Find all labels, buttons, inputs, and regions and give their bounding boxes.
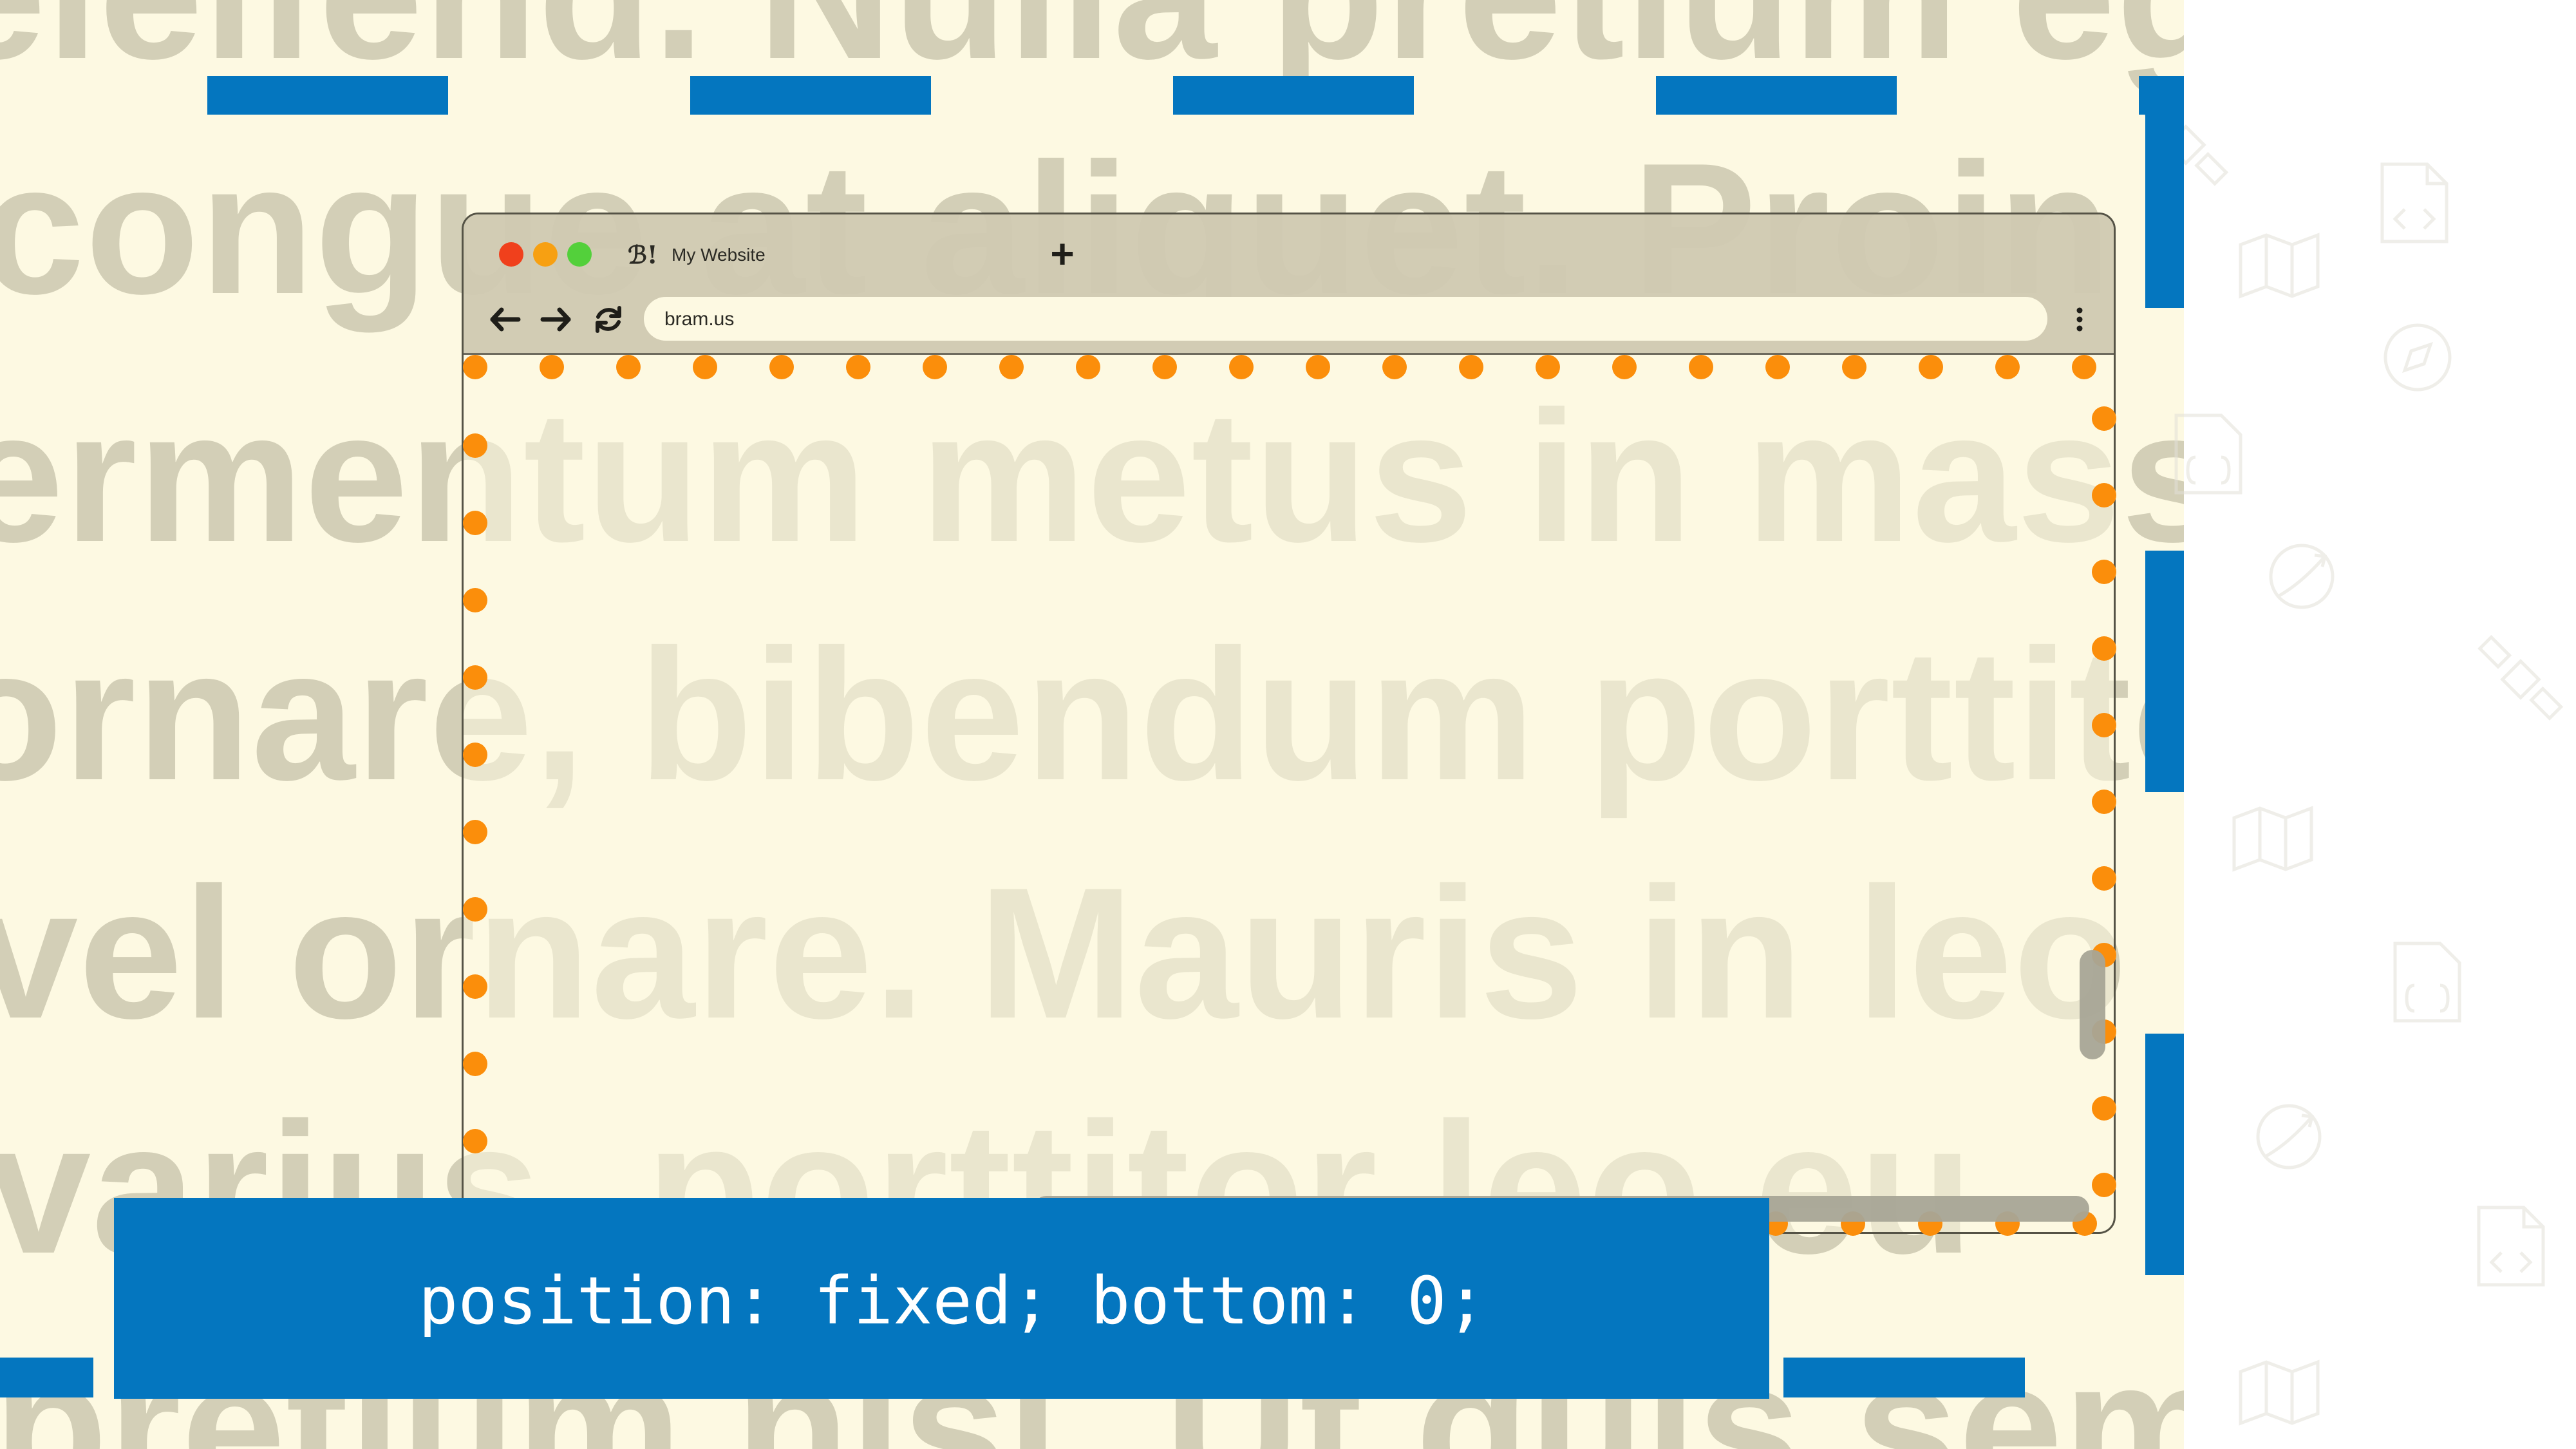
new-tab-button[interactable]: +: [1050, 231, 1075, 277]
viewport-outline-dot: [463, 665, 487, 690]
map-icon: [2239, 1359, 2320, 1426]
viewport-outline-dot: [463, 433, 487, 458]
browser-toolbar: ℬ! My Website +: [464, 214, 2114, 355]
navigation-bar: bram.us: [464, 289, 2114, 350]
reload-icon[interactable]: [589, 300, 628, 339]
tab-title: My Website: [672, 245, 766, 265]
maximize-window-button[interactable]: [567, 242, 592, 267]
viewport-outline-dot: [463, 588, 487, 612]
viewport-outline-dot: [999, 355, 1024, 379]
viewport-outline-dot: [2072, 355, 2096, 379]
code-banner: position: fixed; bottom: 0;: [114, 1198, 1769, 1399]
viewport-outline-dot: [923, 355, 947, 379]
address-url: bram.us: [664, 308, 735, 330]
viewport-outline-dot: [2092, 1096, 2116, 1121]
viewport-outline-dot: [2092, 560, 2116, 584]
viewport-outline-dot: [1995, 355, 2020, 379]
minimize-window-button[interactable]: [533, 242, 558, 267]
viewport-outline-dot: [1765, 355, 1790, 379]
viewport-outline-dot: [846, 355, 870, 379]
browser-window: ℬ! My Website +: [462, 213, 2116, 1234]
satellite-icon: [2477, 634, 2564, 721]
viewport-outline-dot: [463, 355, 487, 379]
viewport-outline-dot: [463, 743, 487, 767]
forward-arrow-icon[interactable]: [536, 300, 575, 339]
viewport-outline-dot: [2092, 483, 2116, 507]
viewport-outline-dot: [1382, 355, 1407, 379]
frame-dash: [0, 1358, 93, 1397]
frame-dash: [1656, 76, 1897, 115]
viewport-outline-dot: [2092, 790, 2116, 814]
viewport-outline-dot: [463, 511, 487, 535]
viewport-outline-dot: [463, 820, 487, 844]
map-icon: [2232, 806, 2313, 872]
close-window-button[interactable]: [499, 242, 523, 267]
css-file-icon: [2393, 942, 2461, 1023]
viewport-outline-dot: [616, 355, 641, 379]
viewport-outline-dot: [463, 1129, 487, 1153]
css-file-icon: [2174, 413, 2242, 495]
frame-dash: [1173, 76, 1414, 115]
viewport-outline-dot: [1689, 355, 1713, 379]
frame-dash: [690, 76, 931, 115]
map-icon: [2239, 232, 2320, 299]
viewport-outline-dot: [769, 355, 794, 379]
vertical-scrollbar-thumb[interactable]: [2080, 950, 2105, 1059]
viewport-outline-dot: [1612, 355, 1637, 379]
code-snippet: position: fixed; bottom: 0;: [418, 1263, 1487, 1340]
viewport-outline-dot: [463, 897, 487, 922]
viewport-outline-dot: [2092, 636, 2116, 661]
viewport-outline-dot: [2092, 713, 2116, 737]
viewport-outline-dot: [693, 355, 717, 379]
viewport-outline-dot: [1842, 355, 1866, 379]
viewport-outline-dot: [1306, 355, 1330, 379]
frame-dash: [1783, 1358, 2025, 1397]
frame-dash: [2145, 551, 2184, 792]
compass-icon: [2383, 323, 2452, 392]
viewport-outline-dot: [2092, 1173, 2116, 1197]
background-text-line: eleifend. Nulla pretium eget: [0, 0, 2184, 87]
viewport-outline-dot: [463, 1052, 487, 1076]
viewport-outline-dot: [1536, 355, 1560, 379]
address-bar[interactable]: bram.us: [644, 297, 2047, 341]
globe-arrow-icon: [2256, 1104, 2322, 1170]
frame-dash: [2145, 1034, 2184, 1275]
back-arrow-icon[interactable]: [486, 300, 525, 339]
frame-dash: [2145, 76, 2184, 308]
globe-arrow-icon: [2269, 544, 2335, 609]
viewport-outline-dot: [540, 355, 564, 379]
viewport-outline-dot: [1459, 355, 1483, 379]
tab-strip: ℬ! My Website +: [464, 214, 2114, 289]
viewport-outline-dot: [1229, 355, 1254, 379]
kebab-menu-icon[interactable]: [2067, 300, 2092, 339]
viewport-outline-dot: [2092, 406, 2116, 431]
viewport-outline-dot: [1919, 355, 1943, 379]
browser-tab[interactable]: ℬ! My Website: [628, 237, 988, 276]
html-file-icon: [2477, 1206, 2545, 1287]
viewport-outline-dot: [2092, 866, 2116, 891]
viewport-outline-dot: [463, 974, 487, 999]
viewport-outline-dot: [1152, 355, 1177, 379]
html-file-icon: [2380, 162, 2449, 243]
viewport-outline-dot: [1076, 355, 1100, 379]
favicon-icon: ℬ!: [628, 240, 658, 269]
frame-dash: [207, 76, 448, 115]
